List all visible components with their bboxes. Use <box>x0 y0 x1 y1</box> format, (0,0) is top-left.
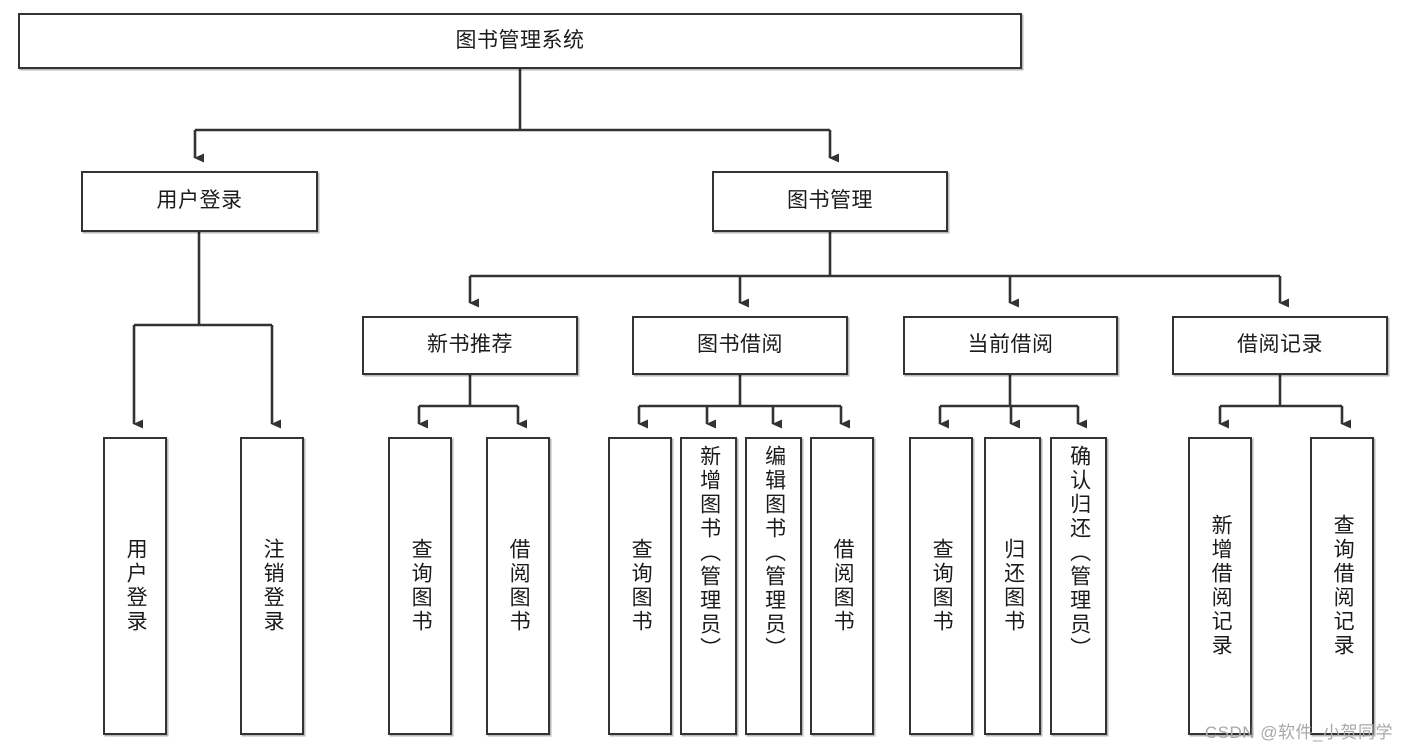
node-leaf-query-book-1-label: 查询图书 <box>409 538 433 634</box>
node-borrow-record[interactable]: 借阅记录 <box>1172 316 1388 375</box>
node-book-manage-label: 图书管理 <box>787 189 873 213</box>
node-leaf-confirm-return[interactable]: 确认归还（管理员） <box>1050 437 1107 735</box>
node-leaf-borrow-book-1[interactable]: 借阅图书 <box>486 437 550 735</box>
node-leaf-logout-login[interactable]: 注销登录 <box>240 437 304 735</box>
node-current-borrow-label: 当前借阅 <box>967 333 1054 357</box>
node-leaf-borrow-book-1-label: 借阅图书 <box>507 538 531 634</box>
node-leaf-logout-login-label: 注销登录 <box>261 538 285 634</box>
node-leaf-query-book-3[interactable]: 查询图书 <box>909 437 973 735</box>
node-root-label: 图书管理系统 <box>455 28 585 52</box>
node-leaf-query-borrow-record-label: 查询借阅记录 <box>1331 514 1355 658</box>
node-new-book-recommend[interactable]: 新书推荐 <box>362 316 578 375</box>
node-borrow-record-label: 借阅记录 <box>1237 333 1323 357</box>
node-user-login[interactable]: 用户登录 <box>81 171 318 232</box>
node-current-borrow[interactable]: 当前借阅 <box>903 316 1118 375</box>
node-leaf-user-login[interactable]: 用户登录 <box>103 437 167 735</box>
node-leaf-user-login-label: 用户登录 <box>124 538 148 634</box>
node-root[interactable]: 图书管理系统 <box>18 13 1022 69</box>
node-leaf-query-book-3-label: 查询图书 <box>930 538 954 634</box>
node-leaf-return-book[interactable]: 归还图书 <box>984 437 1041 735</box>
node-book-borrow-label: 图书借阅 <box>697 333 783 357</box>
node-leaf-query-book-2-label: 查询图书 <box>629 538 653 634</box>
node-leaf-query-borrow-record[interactable]: 查询借阅记录 <box>1310 437 1374 735</box>
node-new-book-recommend-label: 新书推荐 <box>427 333 513 357</box>
node-user-login-label: 用户登录 <box>156 189 243 213</box>
node-leaf-query-book-2[interactable]: 查询图书 <box>608 437 672 735</box>
node-book-borrow[interactable]: 图书借阅 <box>632 316 848 375</box>
node-leaf-query-book-1[interactable]: 查询图书 <box>388 437 452 735</box>
node-leaf-add-book[interactable]: 新增图书（管理员） <box>680 437 737 735</box>
node-leaf-edit-book[interactable]: 编辑图书（管理员） <box>745 437 802 735</box>
node-leaf-borrow-book-2[interactable]: 借阅图书 <box>810 437 874 735</box>
node-leaf-add-book-label: 新增图书（管理员） <box>697 445 721 661</box>
node-leaf-borrow-book-2-label: 借阅图书 <box>831 538 855 634</box>
node-leaf-add-borrow-record-label: 新增借阅记录 <box>1209 514 1233 658</box>
node-leaf-add-borrow-record[interactable]: 新增借阅记录 <box>1188 437 1252 735</box>
node-leaf-return-book-label: 归还图书 <box>1001 538 1025 634</box>
node-book-manage[interactable]: 图书管理 <box>712 171 948 232</box>
node-leaf-confirm-return-label: 确认归还（管理员） <box>1067 445 1091 661</box>
node-leaf-edit-book-label: 编辑图书（管理员） <box>762 445 786 661</box>
